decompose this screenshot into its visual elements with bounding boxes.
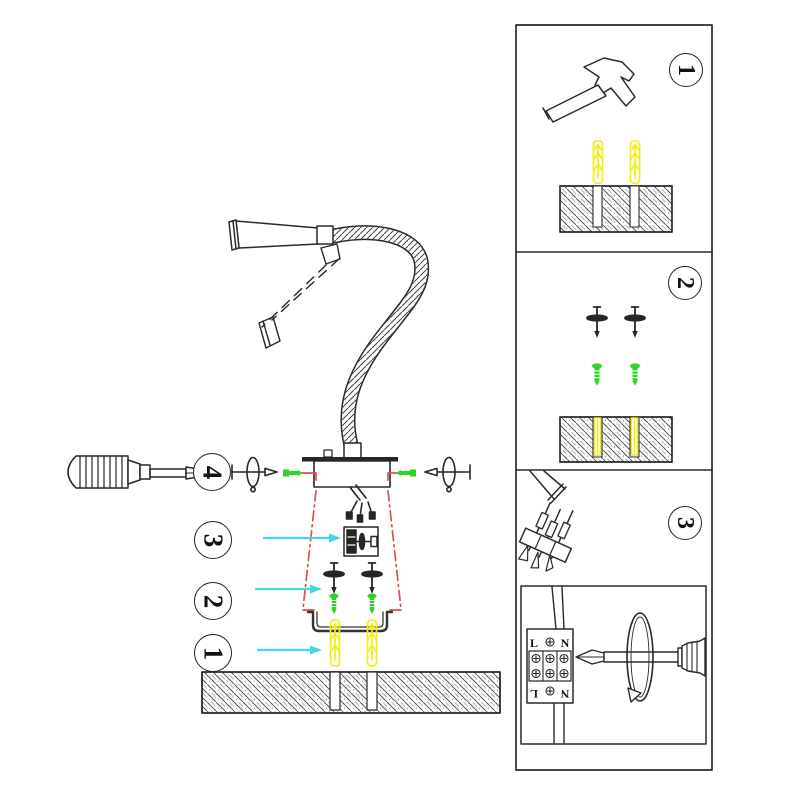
wall-anchor-icon bbox=[592, 140, 604, 185]
green-screw-icon bbox=[629, 362, 641, 387]
screw-rotation-icon-left bbox=[231, 456, 278, 493]
green-screw-icon bbox=[591, 362, 603, 387]
step-panels: L N L N bbox=[515, 24, 713, 771]
panel1-hammer-step bbox=[542, 57, 673, 233]
step-badge-4: 4 bbox=[193, 453, 231, 491]
lamp-head-icon bbox=[228, 219, 334, 251]
step-badge-2: 2 bbox=[194, 582, 232, 620]
main-diagram bbox=[67, 219, 501, 714]
panel3-wiring-step bbox=[517, 470, 574, 572]
terminal-label-bottom-right: N bbox=[560, 687, 569, 701]
lamp-base-icon bbox=[302, 442, 398, 488]
mains-cable-icon bbox=[551, 586, 565, 744]
step-number: 1 bbox=[198, 646, 229, 660]
panel-number: 2 bbox=[672, 277, 698, 289]
step-number: 2 bbox=[198, 594, 229, 608]
panel4-terminal-step: L N L N bbox=[520, 585, 707, 745]
cross-screw-icon bbox=[586, 306, 608, 339]
side-screw-icon-left bbox=[283, 469, 303, 477]
cross-screw-icon bbox=[361, 562, 383, 595]
terminal-block-side-icon bbox=[343, 526, 379, 557]
cross-screw-icon bbox=[624, 306, 646, 339]
terminal-label-top-right: N bbox=[561, 636, 570, 650]
wall-section-icon bbox=[559, 185, 673, 233]
wall-section-icon bbox=[559, 416, 673, 463]
supply-cable-icon bbox=[345, 484, 376, 523]
lamp-head-alt-position-icon bbox=[258, 243, 341, 349]
panel-number: 3 bbox=[672, 517, 698, 529]
terminal-screw-icon bbox=[545, 686, 555, 696]
panel-badge-1: 1 bbox=[669, 53, 703, 87]
wall-section-icon bbox=[201, 671, 501, 714]
wall-anchor-icon bbox=[629, 140, 641, 185]
terminal-block-front-icon: L N L N bbox=[526, 628, 574, 704]
alignment-guide-lines bbox=[301, 472, 403, 611]
screw-rotation-icon-right bbox=[424, 456, 471, 493]
side-screw-icon-right bbox=[396, 469, 416, 477]
terminal-label-top-left: L bbox=[530, 636, 538, 650]
step-number: 4 bbox=[197, 465, 228, 479]
panel2-screws-step bbox=[559, 306, 673, 463]
step-number: 3 bbox=[198, 533, 229, 547]
hammer-icon bbox=[542, 57, 636, 123]
mounting-bracket-icon bbox=[306, 610, 394, 633]
panel-column-border bbox=[515, 24, 713, 771]
step1-arrow-icon bbox=[256, 645, 322, 655]
gooseneck-arm-icon bbox=[326, 225, 430, 453]
cross-screw-icon bbox=[323, 562, 345, 595]
step-badge-3: 3 bbox=[194, 521, 232, 559]
green-screw-icon bbox=[366, 593, 378, 615]
panel-badge-3: 3 bbox=[668, 506, 702, 540]
terminal-label-bottom-left: L bbox=[530, 687, 538, 701]
green-screw-icon bbox=[328, 593, 340, 615]
step2-arrow-icon bbox=[254, 584, 322, 594]
rotation-arrow-icon bbox=[626, 612, 654, 703]
screwdriver-icon bbox=[575, 637, 706, 677]
step-badge-1: 1 bbox=[194, 634, 232, 672]
panel-number: 1 bbox=[673, 64, 699, 76]
terminal-screw-icon bbox=[545, 637, 555, 647]
step3-arrow-icon bbox=[262, 533, 341, 543]
screwdriver-icon bbox=[67, 455, 213, 489]
panel-badge-2: 2 bbox=[668, 266, 702, 300]
